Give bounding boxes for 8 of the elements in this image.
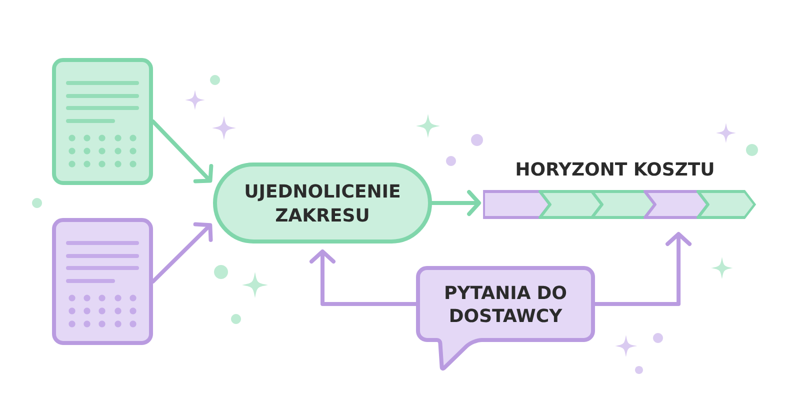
pill-box: UJEDNOLICENIE ZAKRESU xyxy=(213,162,432,244)
document-icon xyxy=(52,218,153,345)
arrow xyxy=(430,190,482,216)
arrow xyxy=(151,120,214,184)
heading: HORYZONT KOSZTU xyxy=(516,162,714,176)
document-icon xyxy=(52,58,153,185)
arrow xyxy=(151,222,213,284)
speech-bubble: PYTANIA DO DOSTAWCY xyxy=(416,266,595,371)
